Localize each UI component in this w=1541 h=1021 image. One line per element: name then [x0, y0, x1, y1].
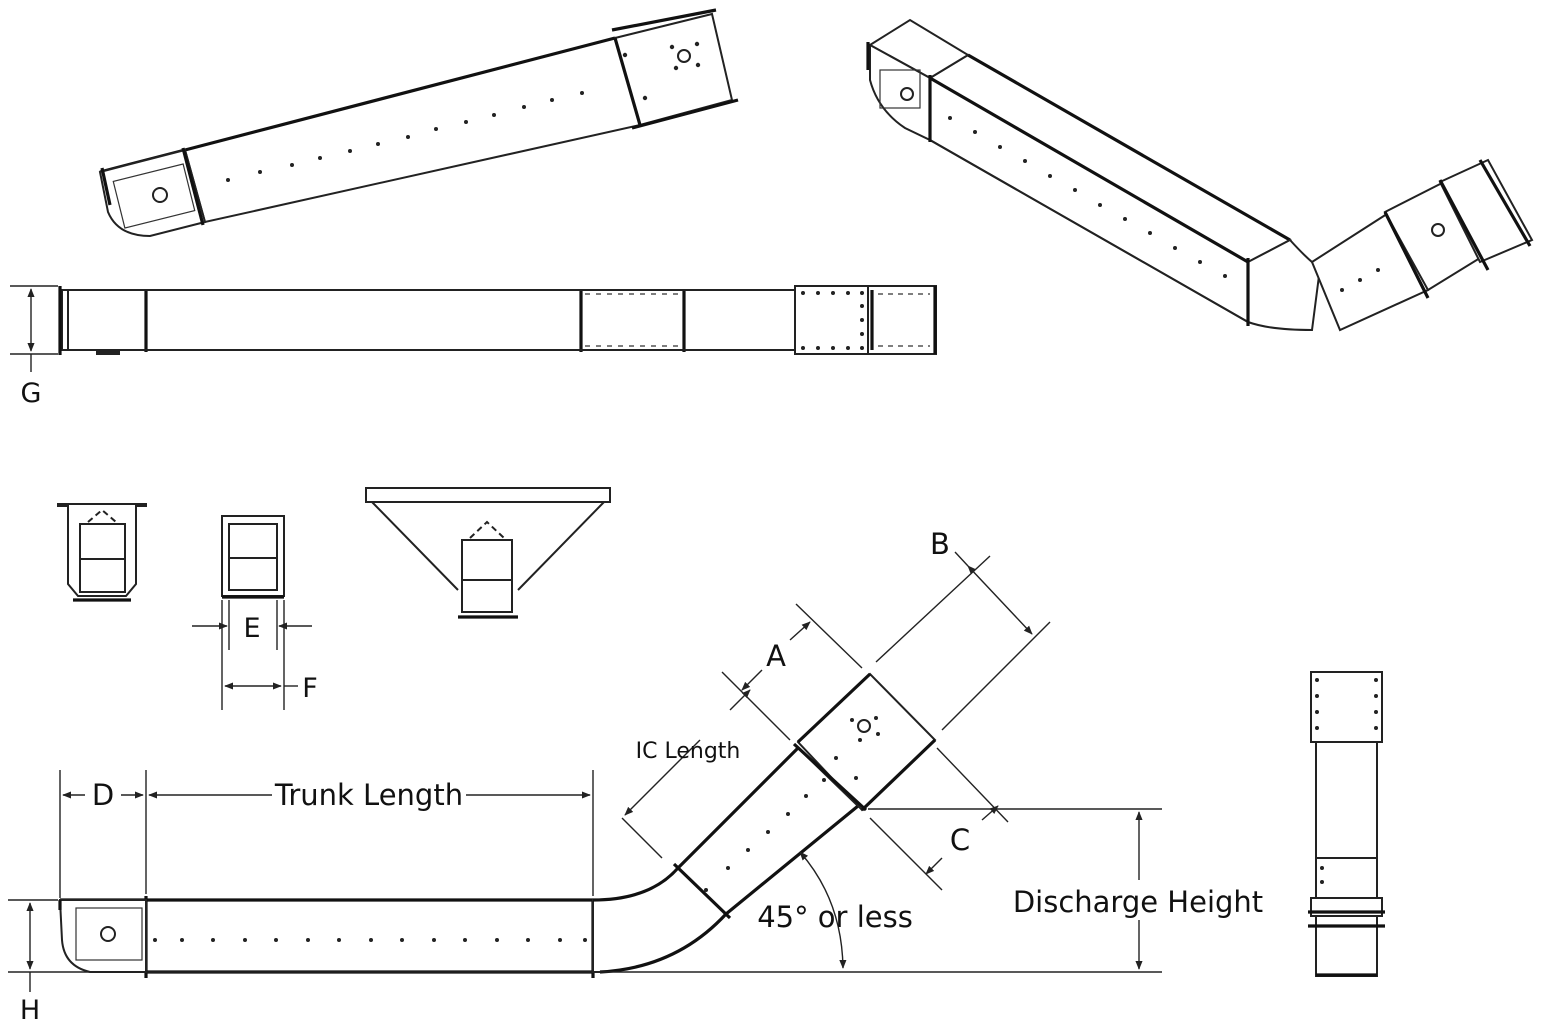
- cross-section-tail: [57, 503, 147, 602]
- label-discharge-height: Discharge Height: [1013, 885, 1263, 919]
- label-a: A: [766, 639, 786, 673]
- main-elevation-conveyor: D Trunk Length H Discharge Height 45° or…: [8, 527, 1263, 1021]
- elevation-bolt-holes: [153, 778, 826, 942]
- trunk-bolt-holes: [226, 91, 584, 182]
- label-d: D: [92, 778, 114, 812]
- label-c: C: [950, 823, 970, 857]
- label-e: E: [243, 613, 260, 644]
- cross-section-trunk: E F: [192, 515, 318, 710]
- plan-view-conveyor: G: [10, 285, 937, 409]
- label-ic-length: IC Length: [636, 739, 741, 764]
- side-view-conveyor: [1308, 671, 1385, 977]
- label-b: B: [930, 527, 950, 561]
- isometric-conveyor-view: [866, 18, 1534, 332]
- label-trunk-length: Trunk Length: [274, 778, 463, 812]
- cross-section-inlet-hopper: [365, 487, 611, 619]
- label-g: G: [21, 378, 42, 409]
- label-f: F: [302, 673, 318, 704]
- inclined-conveyor-view: [98, 8, 739, 238]
- label-angle: 45° or less: [757, 900, 913, 934]
- iso-trunk-bolt-holes: [948, 116, 1380, 292]
- label-h: H: [20, 995, 40, 1021]
